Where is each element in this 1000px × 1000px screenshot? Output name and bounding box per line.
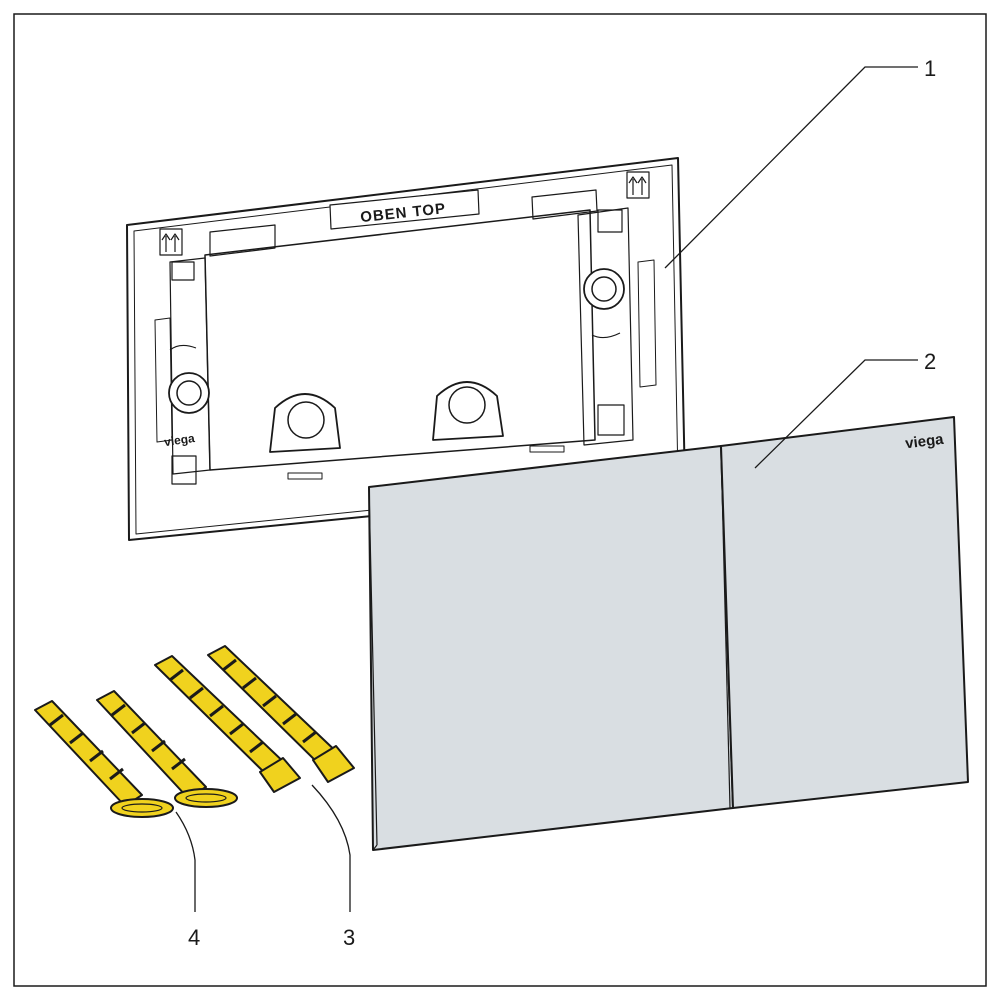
callout-2: 2 xyxy=(924,349,936,374)
callout-3: 3 xyxy=(343,925,355,950)
long-plug-1 xyxy=(154,655,301,793)
figure-border xyxy=(13,13,987,987)
actuator-plate xyxy=(368,416,969,851)
frame-brand-text: viega xyxy=(163,431,196,449)
mounting-frame xyxy=(126,157,686,541)
plate-brand-text: viega xyxy=(904,431,945,453)
short-plugs xyxy=(34,690,238,818)
callout-4: 4 xyxy=(188,925,200,950)
long-plugs xyxy=(154,645,355,793)
leader-lines xyxy=(175,66,918,912)
short-plug-1 xyxy=(34,700,174,818)
long-plug-2 xyxy=(207,645,355,783)
callout-1: 1 xyxy=(924,56,936,81)
short-plug-2 xyxy=(96,690,238,808)
